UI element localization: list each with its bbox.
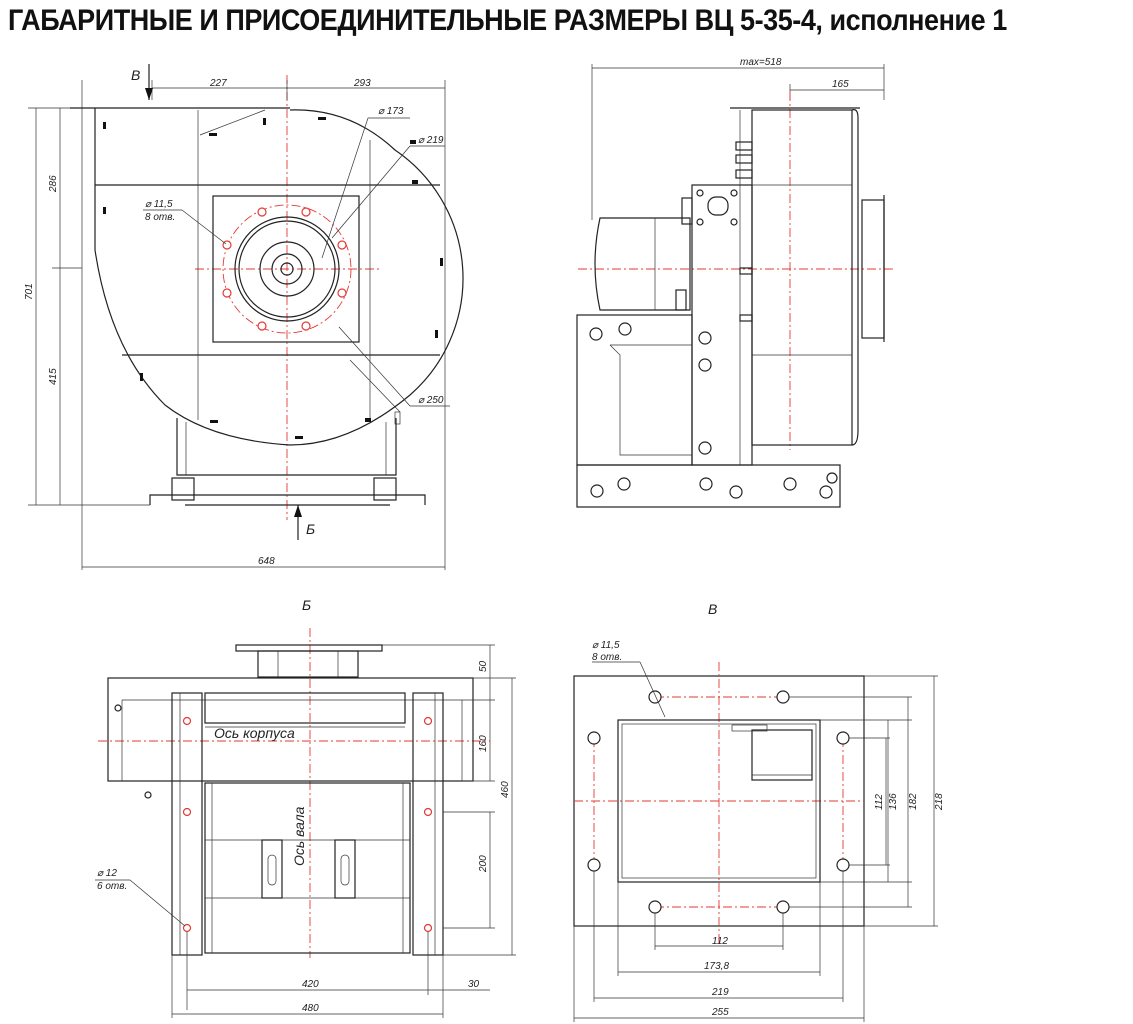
inlet-flange xyxy=(212,195,360,343)
side-base xyxy=(576,464,841,508)
dim-648: 648 xyxy=(258,556,275,567)
view-b-title: Б xyxy=(302,597,311,613)
inlet-ring-outer xyxy=(234,216,340,322)
dim-173-8: 173,8 xyxy=(704,961,729,972)
dim-415: 415 xyxy=(48,368,59,385)
motor-bracket xyxy=(691,184,753,466)
dim-112h: 112 xyxy=(712,936,728,947)
page-title: ГАБАРИТНЫЕ И ПРИСОЕДИНИТЕЛЬНЫЕ РАЗМЕРЫ В… xyxy=(8,4,1007,37)
dim-200: 200 xyxy=(478,855,489,873)
view-b-motor xyxy=(204,782,411,954)
leader-d250: ⌀ 250 xyxy=(418,395,444,406)
shaft-hub xyxy=(271,253,303,285)
view-b-axis-shaft-label: Ось вала xyxy=(291,806,307,866)
dim-286: 286 xyxy=(48,175,59,193)
view-b-stand-right xyxy=(412,692,444,956)
view-v-holes-d: ⌀ 11,5 xyxy=(592,640,620,651)
view-arrow-v-label: В xyxy=(131,67,140,83)
view-v-outlet-opening xyxy=(617,719,821,883)
view-b-holes-n: 6 отв. xyxy=(97,881,127,892)
stand-bolts-left xyxy=(171,477,195,501)
base-plate xyxy=(149,494,426,505)
dim-165: 165 xyxy=(832,79,849,90)
bolt-circle xyxy=(222,204,352,334)
view-v-bolt-holes xyxy=(587,690,850,914)
leader-d219: ⌀ 219 xyxy=(418,135,444,146)
leader-holes-n: 8 отв. xyxy=(145,212,175,223)
dim-460: 460 xyxy=(500,781,511,798)
view-b-housing xyxy=(107,677,474,782)
view-b-axis-body-label: Ось корпуса xyxy=(214,725,295,741)
housing-scroll xyxy=(94,109,464,446)
dim-160: 160 xyxy=(478,735,489,752)
view-b-holes-d: ⌀ 12 xyxy=(97,868,117,879)
stand-frame xyxy=(176,418,397,476)
dim-max518: max=518 xyxy=(740,57,782,68)
dim-293: 293 xyxy=(353,78,371,89)
view-b-base-holes xyxy=(182,716,433,933)
dim-30: 30 xyxy=(468,979,480,990)
side-view: max=518 165 xyxy=(576,57,895,508)
view-b: Б xyxy=(95,597,516,1018)
dim-480: 480 xyxy=(302,1003,319,1014)
dim-218: 218 xyxy=(934,793,945,811)
inlet-ring-inner xyxy=(259,241,315,297)
dim-701: 701 xyxy=(24,283,35,300)
side-housing xyxy=(751,109,853,446)
dim-136: 136 xyxy=(888,793,899,810)
view-v-title: В xyxy=(708,601,717,617)
view-v-holes-n: 8 отв. xyxy=(592,652,622,663)
view-v: В ⌀ 11,5 8 отв. xyxy=(573,601,945,1022)
dim-255: 255 xyxy=(711,1007,729,1018)
motor xyxy=(594,217,691,311)
leader-d173: ⌀ 173 xyxy=(378,106,404,117)
view-arrow-b-label: Б xyxy=(306,521,315,537)
dim-227: 227 xyxy=(209,78,227,89)
stand-bolts-right xyxy=(373,477,397,501)
dim-112v: 112 xyxy=(874,794,885,810)
leader-holes-d: ⌀ 11,5 xyxy=(145,199,173,210)
front-view: 227 293 В 701 286 415 648 xyxy=(24,64,464,570)
inlet-bolt-holes xyxy=(222,207,347,331)
dim-420: 420 xyxy=(302,979,319,990)
dim-50: 50 xyxy=(478,660,489,672)
dim-219: 219 xyxy=(711,987,729,998)
view-b-stand-left xyxy=(171,692,203,956)
dim-182: 182 xyxy=(908,793,919,810)
